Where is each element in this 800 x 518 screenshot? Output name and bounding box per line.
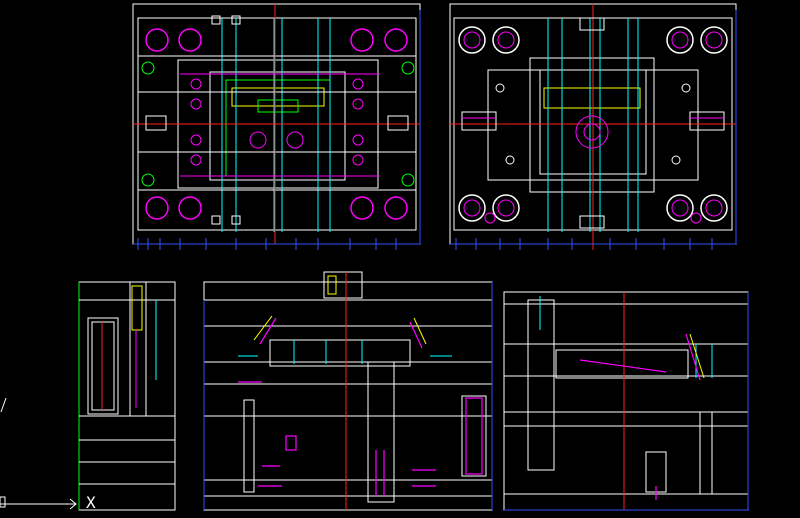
plan-view-right <box>449 3 737 250</box>
plan-view-left <box>132 3 421 250</box>
ucs-x-label: X <box>86 493 96 512</box>
ucs-axis-icon <box>0 397 77 510</box>
side-section-view <box>78 281 176 511</box>
end-section-view <box>503 291 749 511</box>
main-section-view <box>203 271 493 511</box>
